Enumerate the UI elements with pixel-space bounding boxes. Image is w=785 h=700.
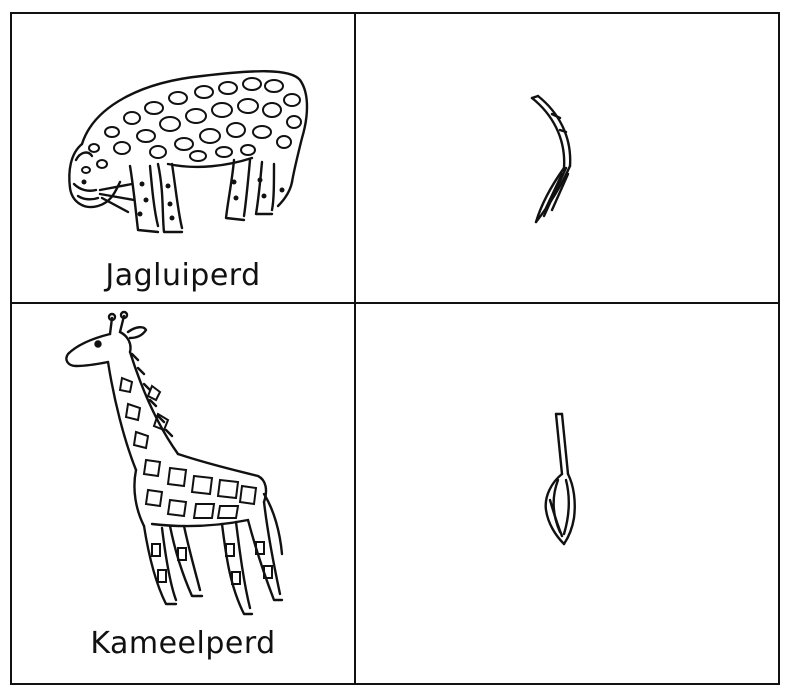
cheetah-label: Jagluiperd <box>105 258 261 293</box>
border-right <box>778 12 780 685</box>
giraffe-drawing <box>65 310 284 616</box>
cheetah-drawing <box>68 70 309 234</box>
divider-vertical <box>354 12 356 685</box>
giraffe-label: Kameelperd <box>90 626 276 661</box>
card-cheetah-tail <box>356 14 778 302</box>
card-cheetah: Jagluiperd <box>12 14 354 302</box>
giraffe-tail-drawing <box>544 412 576 546</box>
card-giraffe: Kameelperd <box>12 304 354 683</box>
border-bottom <box>10 683 780 685</box>
divider-horizontal <box>10 302 780 304</box>
card-giraffe-tail <box>356 304 778 683</box>
border-left <box>10 12 12 685</box>
cheetah-tail-drawing <box>530 94 572 224</box>
border-top <box>10 12 780 14</box>
